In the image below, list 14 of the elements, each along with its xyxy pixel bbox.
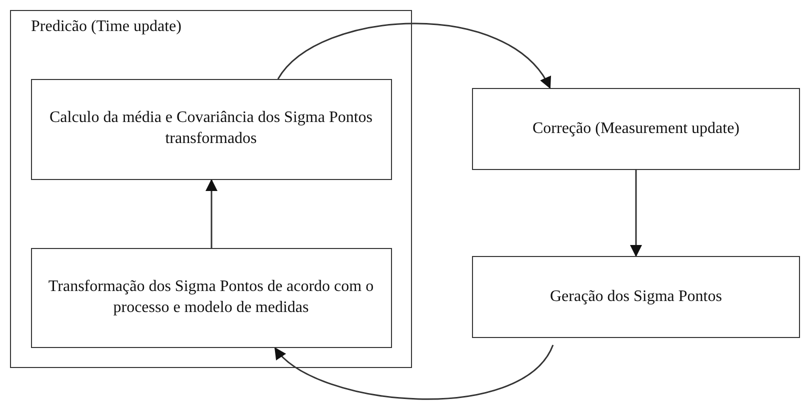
- group-title: Predicão (Time update): [31, 17, 182, 37]
- arrow: [274, 344, 554, 400]
- process-box: [30, 248, 392, 348]
- process-box: [30, 78, 392, 180]
- process-box: [472, 88, 800, 170]
- arrow: [277, 22, 551, 89]
- box-label: Correção (Measurement update): [532, 118, 740, 139]
- arrow: [206, 179, 218, 248]
- box-label: Geração dos Sigma Pontos: [550, 286, 722, 307]
- arrow: [630, 170, 642, 257]
- process-box: [472, 256, 800, 338]
- box-label: Transformação dos Sigma Pontos de acordo com o processo e modelo de medidas: [47, 276, 375, 318]
- group-box: [10, 10, 412, 368]
- box-label: Calculo da média e Covariância dos Sigma Pontos transformados: [48, 108, 374, 149]
